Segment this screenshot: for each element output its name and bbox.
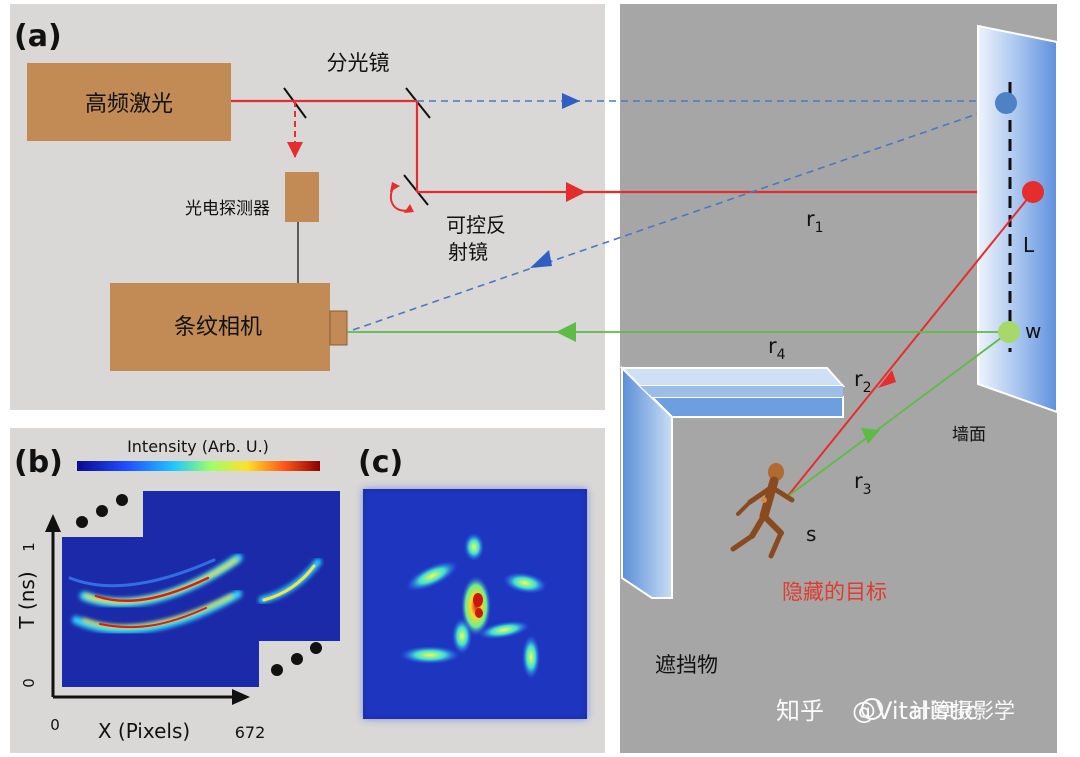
photodetector-box [285,172,319,222]
point-w-label: w [1025,319,1041,343]
blue-point [995,92,1017,114]
laser-box [27,63,231,141]
r2-arrow [878,370,896,388]
watermark-account: @Vitalistic [852,697,978,725]
colorbar-title: Intensity (Arb. U.) [127,437,269,456]
panel-a-label: (a) [14,19,62,54]
steering-mirror-label-1: 可控反 [446,213,506,237]
r4-arrow [556,322,576,342]
photodetector-label: 光电探测器 [185,199,270,219]
colorbar [77,461,320,471]
streak-camera-lens [329,310,348,346]
laser-point-L [1022,181,1044,203]
r2-label: r2 [854,367,872,396]
stack-dots-top [76,494,128,528]
streak-traces [68,553,322,634]
occluder-label: 遮挡物 [655,653,718,677]
x-axis-label: X (Pixels) [98,719,190,743]
sensor-point-w [998,321,1020,343]
watermark: 知乎 @Vitalistic 计算摄影学 [776,697,1015,725]
hidden-target-figure [730,463,795,559]
steering-mirror-label-2: 射镜 [448,240,488,264]
streak-camera-box [110,283,330,371]
wechat-icon [861,698,883,720]
r3-label: r3 [854,469,872,498]
y-axis-label: T (ns) [15,571,39,629]
hidden-target-label: 隐藏的目标 [782,580,887,604]
beamsplitter-label: 分光镜 [327,51,390,75]
streak-camera-label: 条纹相机 [174,315,262,340]
x-tick-right: 672 [235,723,266,742]
watermark-overlay: 计算摄影学 [910,699,1015,723]
beam-r3 [786,331,1010,498]
wall-label: 墙面 [952,425,986,445]
stack-dots-bottom [271,642,322,676]
occluder-top-face [619,367,846,387]
beam-r2 [786,191,1034,498]
laser-label: 高频激光 [85,92,173,117]
y-tick-bottom: 0 [20,678,38,688]
r1-label: r1 [806,207,824,236]
y-tick-top: 1 [20,542,38,552]
panel-c-label: (c) [358,445,403,480]
point-s-label: s [806,522,816,546]
reconstruction-figure [363,489,587,719]
watermark-site: 知乎 [776,697,824,725]
r3-arrow [861,428,880,444]
occluder-front-face [649,396,844,418]
panel-b-label: (b) [14,445,63,480]
point-L-label: L [1023,233,1035,257]
r4-label: r4 [768,334,786,363]
r1-arrow [566,182,586,202]
wall-panel [977,24,1058,414]
blue-dashed-beam-return [346,103,1007,333]
x-tick-left: 0 [50,716,60,734]
